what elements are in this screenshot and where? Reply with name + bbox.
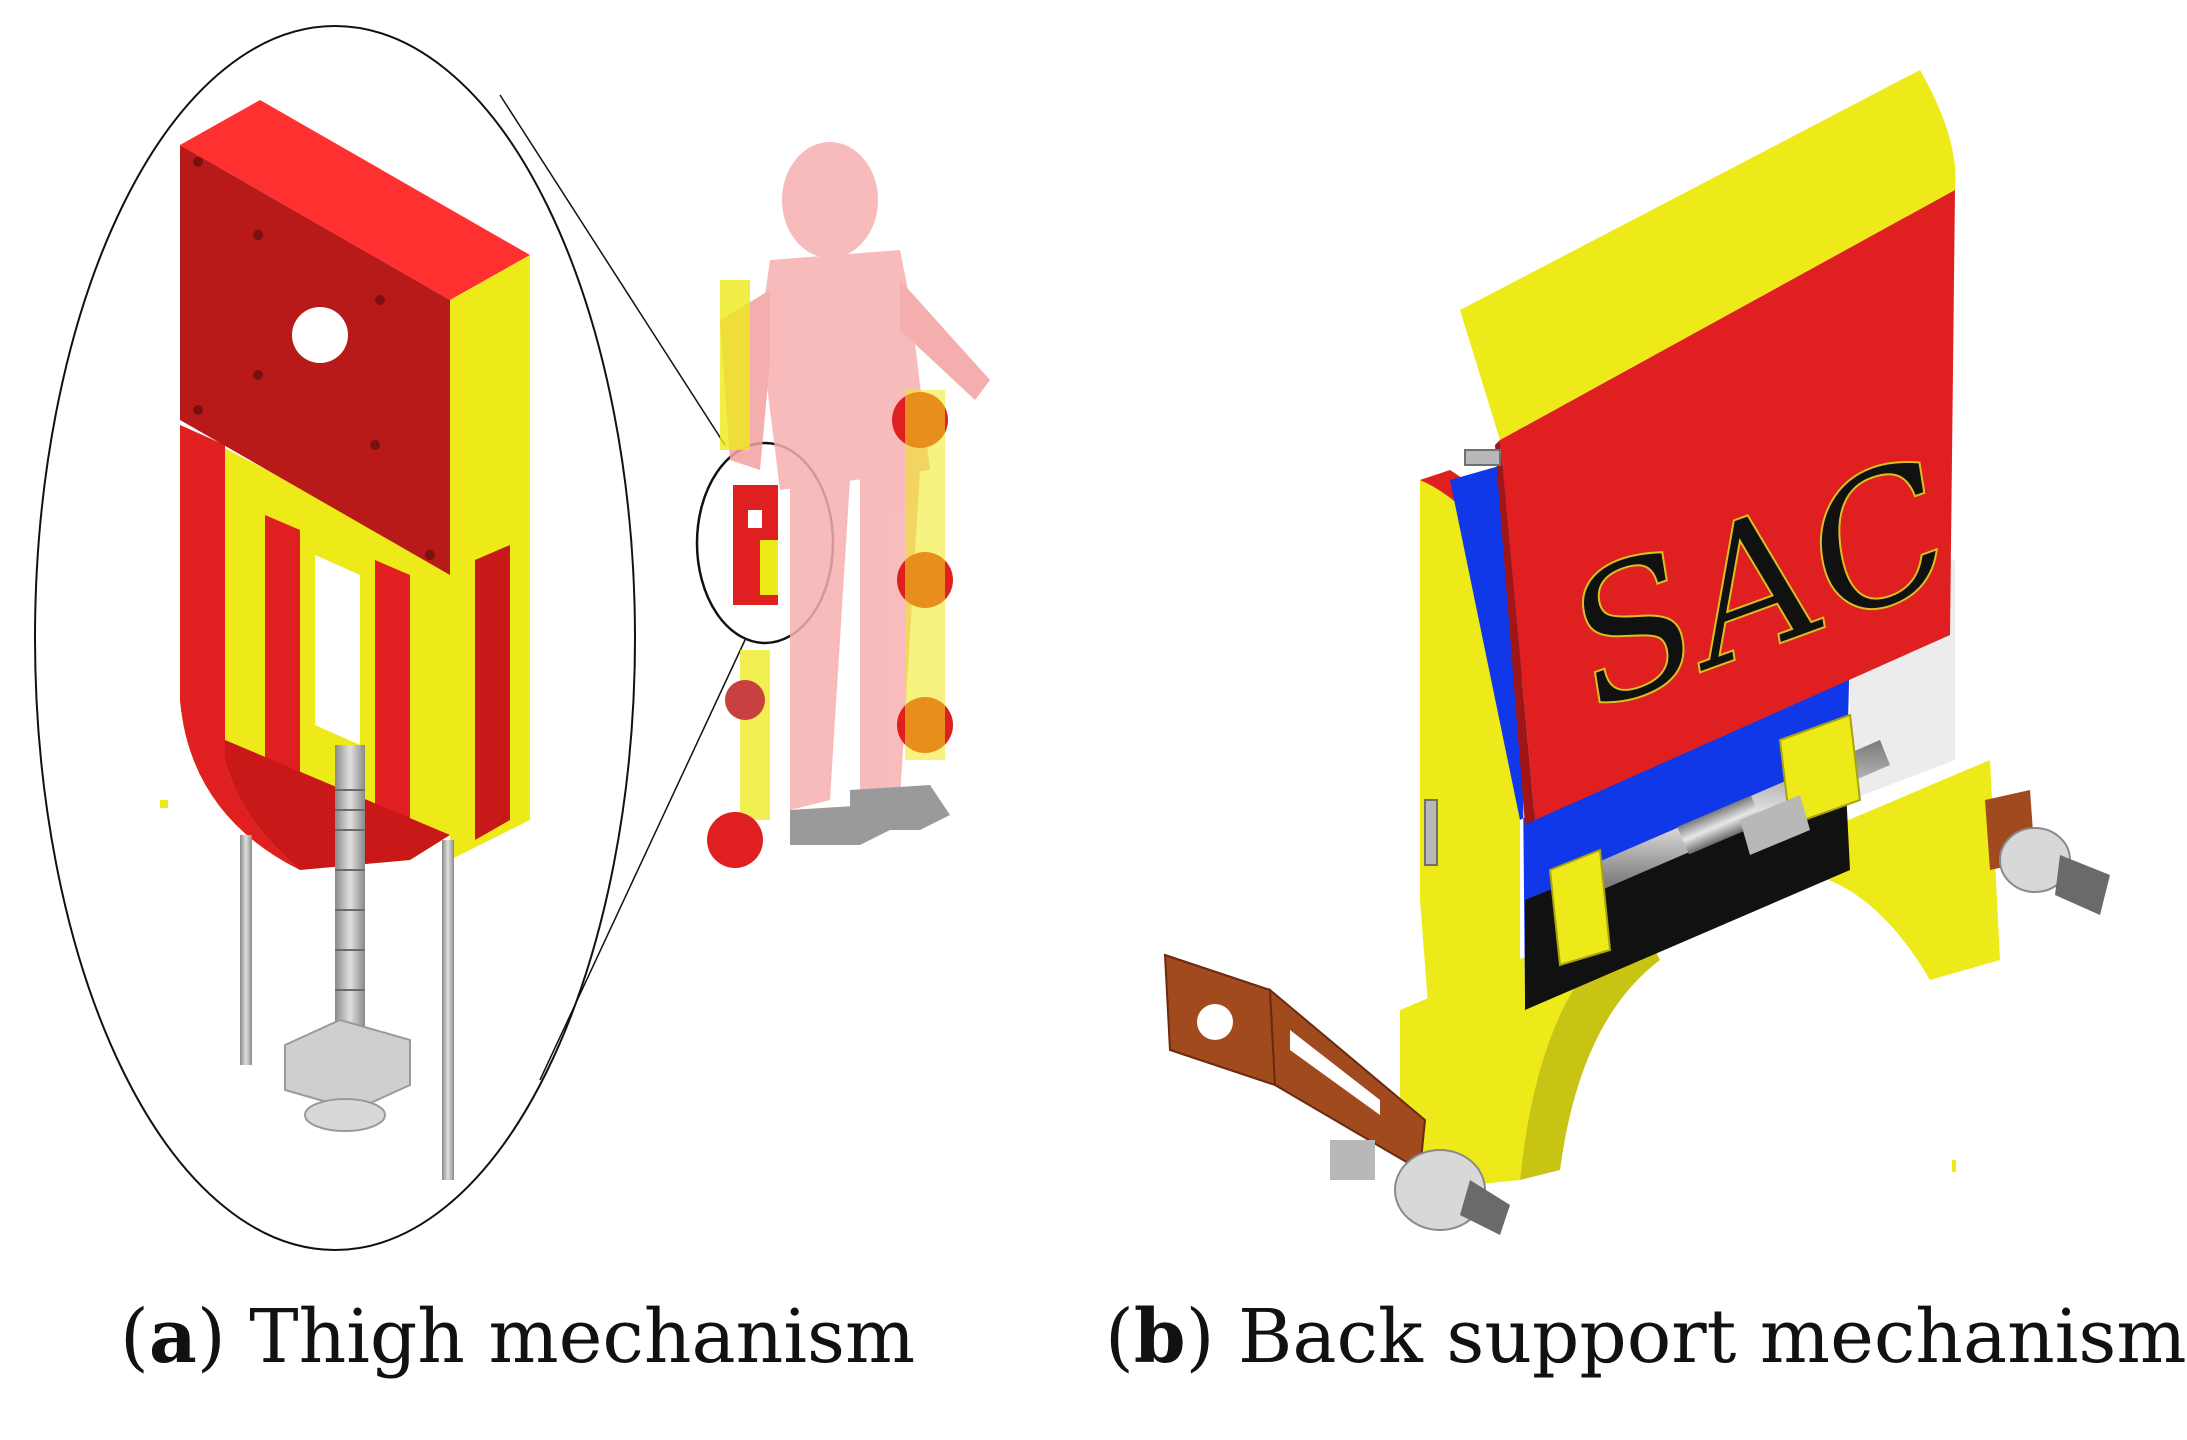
human-leg-left bbox=[790, 480, 850, 810]
exoskeleton-frame bbox=[707, 280, 953, 868]
screw-hole bbox=[253, 370, 263, 380]
caption-b-letter: b bbox=[1133, 1294, 1186, 1380]
screw-hole bbox=[193, 157, 203, 167]
caption-b-text: Back support mechanism bbox=[1238, 1294, 2187, 1380]
back-plate-red-shade bbox=[1495, 440, 1535, 825]
bracket-red-mid bbox=[265, 515, 300, 800]
caption-a: (a) Thigh mechanism bbox=[120, 1294, 916, 1380]
panel-a-thigh bbox=[34, 25, 990, 1251]
hip-motor-cap bbox=[1330, 1140, 1375, 1180]
guide-rod-left bbox=[240, 835, 252, 1065]
lead-screw bbox=[335, 745, 365, 1065]
panel-b-back-support: SAC bbox=[1163, 70, 2110, 1235]
screw-hole bbox=[253, 230, 263, 240]
zoom-line-top bbox=[499, 94, 726, 446]
back-plate-red bbox=[1500, 190, 1955, 820]
bracket-red-right bbox=[375, 560, 410, 840]
actuator-body bbox=[1677, 795, 1763, 855]
human-torso bbox=[760, 250, 930, 490]
link-arm-slot bbox=[1290, 1030, 1380, 1115]
screw-hole bbox=[370, 440, 380, 450]
hip-motor-shaft bbox=[1460, 1180, 1510, 1235]
bracket-side-red bbox=[475, 545, 510, 840]
bearing-block bbox=[1548, 848, 1612, 967]
base-frame-shadow bbox=[1520, 920, 1660, 1180]
exo-back-support bbox=[720, 280, 750, 450]
latch-top bbox=[1464, 449, 1501, 466]
link-arm-hole bbox=[1197, 1004, 1233, 1040]
bracket-bore-hole bbox=[292, 307, 348, 363]
bracket-top-face bbox=[180, 100, 530, 300]
zoom-line-bottom bbox=[539, 639, 746, 1081]
yellow-marker bbox=[160, 800, 168, 808]
exo-right-strut bbox=[905, 390, 945, 760]
screw-washer bbox=[304, 1098, 386, 1132]
caption-a-letter: a bbox=[148, 1294, 197, 1380]
guide-rod-right bbox=[442, 840, 454, 1180]
latch-handle bbox=[1424, 799, 1438, 866]
exo-shank bbox=[740, 650, 770, 820]
bracket-red-left bbox=[180, 425, 300, 870]
exo-thigh-window bbox=[748, 510, 762, 528]
right-motor-shaft bbox=[2055, 855, 2110, 915]
screw-hole bbox=[375, 295, 385, 305]
screw-nut bbox=[284, 1018, 411, 1112]
exo-motor bbox=[725, 680, 765, 720]
caption-a-text: Thigh mechanism bbox=[249, 1294, 916, 1380]
base-frame bbox=[1400, 760, 2000, 1190]
screw-hole bbox=[425, 550, 435, 560]
human-arm-right bbox=[900, 280, 990, 400]
back-plate-curve bbox=[1460, 70, 1956, 440]
actuator-bracket bbox=[1740, 795, 1810, 855]
foot-right bbox=[850, 785, 950, 830]
yellow-marker bbox=[1952, 1160, 1956, 1172]
exo-thigh-yellow bbox=[760, 540, 778, 595]
bracket-window bbox=[315, 555, 360, 745]
human-figure bbox=[720, 142, 990, 810]
exo-motor bbox=[707, 812, 763, 868]
caption-b: (b) Back support mechanism bbox=[1105, 1294, 2187, 1380]
human-head bbox=[782, 142, 878, 258]
zoom-ellipse bbox=[34, 25, 636, 1251]
screw-hole bbox=[193, 405, 203, 415]
